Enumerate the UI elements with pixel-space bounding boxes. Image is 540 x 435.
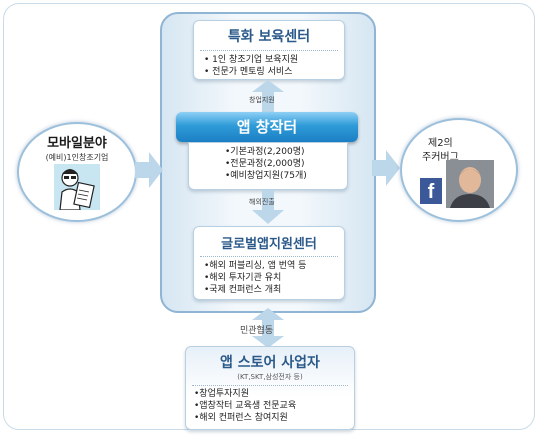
store-box: 앱 스토어 사업자 (KT,SKT,삼성전자 등) •창업투자지원 •앱창작터 … <box>185 346 355 430</box>
global-box-title: 글로벌앱지원센터 <box>221 237 317 252</box>
store-box-item: •앱창작터 교육생 전문교육 <box>194 401 297 411</box>
arrow-right-left-icon <box>135 152 163 188</box>
arrow-right-right-icon <box>372 150 400 186</box>
global-box: 글로벌앱지원센터 •해외 퍼블리싱, 앱 번역 등 •해외 투자기관 유치 •국… <box>193 226 345 300</box>
app-center-item: •기본과정(2,200명) <box>225 147 305 157</box>
portrait-photo <box>446 160 494 208</box>
right-circle-subtitle: 주커버그 <box>422 152 459 163</box>
global-box-item: •국제 컨퍼런스 개최 <box>204 285 282 295</box>
arrow-label-bottom: 민관협동 <box>240 326 274 336</box>
person-icon <box>54 164 100 210</box>
app-center-title: 앱 창작터 <box>176 112 358 142</box>
store-box-subtitle: (KT,SKT,삼성전자 등) <box>237 373 303 381</box>
global-box-item: •해외 투자기관 유치 <box>204 273 282 283</box>
double-arrow-icon <box>252 308 284 348</box>
left-circle: 모바일분야 (예비)1인창조기업 <box>17 122 137 222</box>
store-box-title: 앱 스토어 사업자 <box>220 355 320 371</box>
left-circle-subtitle: (예비)1인창조기업 <box>45 153 109 162</box>
arrow-label-down: 해외진출 <box>249 198 275 206</box>
top-box: 특화 보육센터 • 1인 창조기업 보육지원 • 전문가 멘토링 서비스 <box>193 20 345 80</box>
facebook-icon: f <box>420 178 442 204</box>
top-box-item: • 전문가 멘토링 서비스 <box>204 67 293 77</box>
store-box-item: •창업투자지원 <box>194 389 249 399</box>
arrow-label-up: 창업지원 <box>249 96 275 104</box>
left-circle-title: 모바일분야 <box>47 136 107 151</box>
top-box-title: 특화 보육센터 <box>227 29 311 45</box>
right-circle-title: 제2의 <box>428 138 453 149</box>
arrow-down-icon <box>252 190 284 224</box>
app-center-box: •기본과정(2,200명) •전문과정(2,000명) •예비창업지원(75개) <box>188 142 348 190</box>
right-circle: 제2의 주커버그 f <box>400 118 518 222</box>
top-box-item: • 1인 창조기업 보육지원 <box>204 55 299 65</box>
arrow-up-icon <box>252 80 284 112</box>
app-center-item: •전문과정(2,000명) <box>225 159 305 169</box>
global-box-item: •해외 퍼블리싱, 앱 번역 등 <box>204 261 307 271</box>
app-center-item: •예비창업지원(75개) <box>225 171 307 181</box>
store-box-item: •해외 컨퍼런스 참여지원 <box>194 413 288 423</box>
